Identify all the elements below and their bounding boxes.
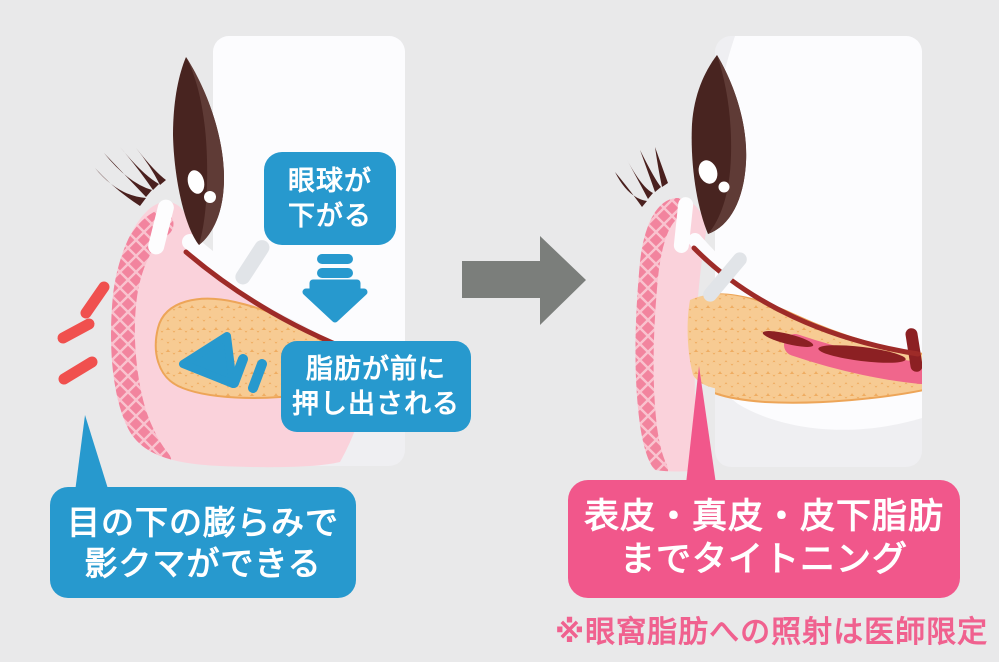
push-forward-arrow-icon bbox=[179, 332, 267, 393]
left-lid-margin-highlight bbox=[235, 240, 270, 285]
right-septum-line bbox=[691, 245, 921, 357]
iris-highlight-small bbox=[718, 181, 730, 193]
bubble-line: 影クマができる bbox=[84, 543, 322, 583]
doctor-only-note: ※眼窩脂肪への照射は医師限定 bbox=[555, 615, 989, 650]
bubble-shadow-dark-circles: 目の下の膨らみで 影クマができる bbox=[50, 487, 356, 598]
right-illustration bbox=[615, 36, 922, 484]
label-line: 押し出される bbox=[292, 388, 460, 420]
bubble-line: 表皮・真皮・皮下脂肪 bbox=[583, 497, 944, 537]
right-orbital-fat-left bbox=[687, 294, 768, 392]
iris-highlight bbox=[187, 170, 205, 194]
iris-highlight bbox=[698, 160, 718, 184]
bubble-line: までタイトニング bbox=[619, 540, 908, 580]
right-lid-tip-highlight bbox=[673, 197, 694, 253]
label-line: 眼球が bbox=[288, 165, 372, 197]
right-eyelashes bbox=[615, 147, 668, 207]
left-lid-tip-highlight bbox=[148, 199, 174, 255]
right-muscle-band bbox=[762, 328, 922, 384]
right-dermis-layer bbox=[635, 198, 684, 472]
right-eye-iris bbox=[691, 55, 747, 234]
muscle-streak bbox=[818, 345, 906, 363]
right-lid-margin-highlight bbox=[703, 252, 747, 302]
bubble-line: 目の下の膨らみで bbox=[67, 502, 339, 542]
down-arrow-icon bbox=[302, 254, 368, 323]
emphasis-marks-icon bbox=[57, 281, 110, 385]
iris-highlight-small bbox=[204, 191, 216, 203]
label-line: 脂肪が前に bbox=[306, 353, 446, 385]
left-dermis-layer bbox=[111, 210, 174, 468]
transform-arrow-icon bbox=[462, 236, 586, 325]
muscle-streak bbox=[762, 331, 814, 347]
muscle-streak-end bbox=[905, 328, 922, 372]
left-lid-white-strip bbox=[182, 234, 348, 340]
tightening-bubble-pointer bbox=[686, 366, 716, 484]
bubble-tightening: 表皮・真皮・皮下脂肪 までタイトニング bbox=[568, 480, 960, 598]
label-fat-pushed-forward: 脂肪が前に 押し出される bbox=[281, 341, 471, 432]
label-eyeball-drops: 眼球が 下がる bbox=[264, 152, 396, 245]
left-eye-iris bbox=[173, 57, 224, 245]
label-line: 下がる bbox=[288, 200, 372, 232]
shadow-bubble-pointer bbox=[75, 415, 109, 492]
left-eyelashes bbox=[95, 147, 166, 206]
